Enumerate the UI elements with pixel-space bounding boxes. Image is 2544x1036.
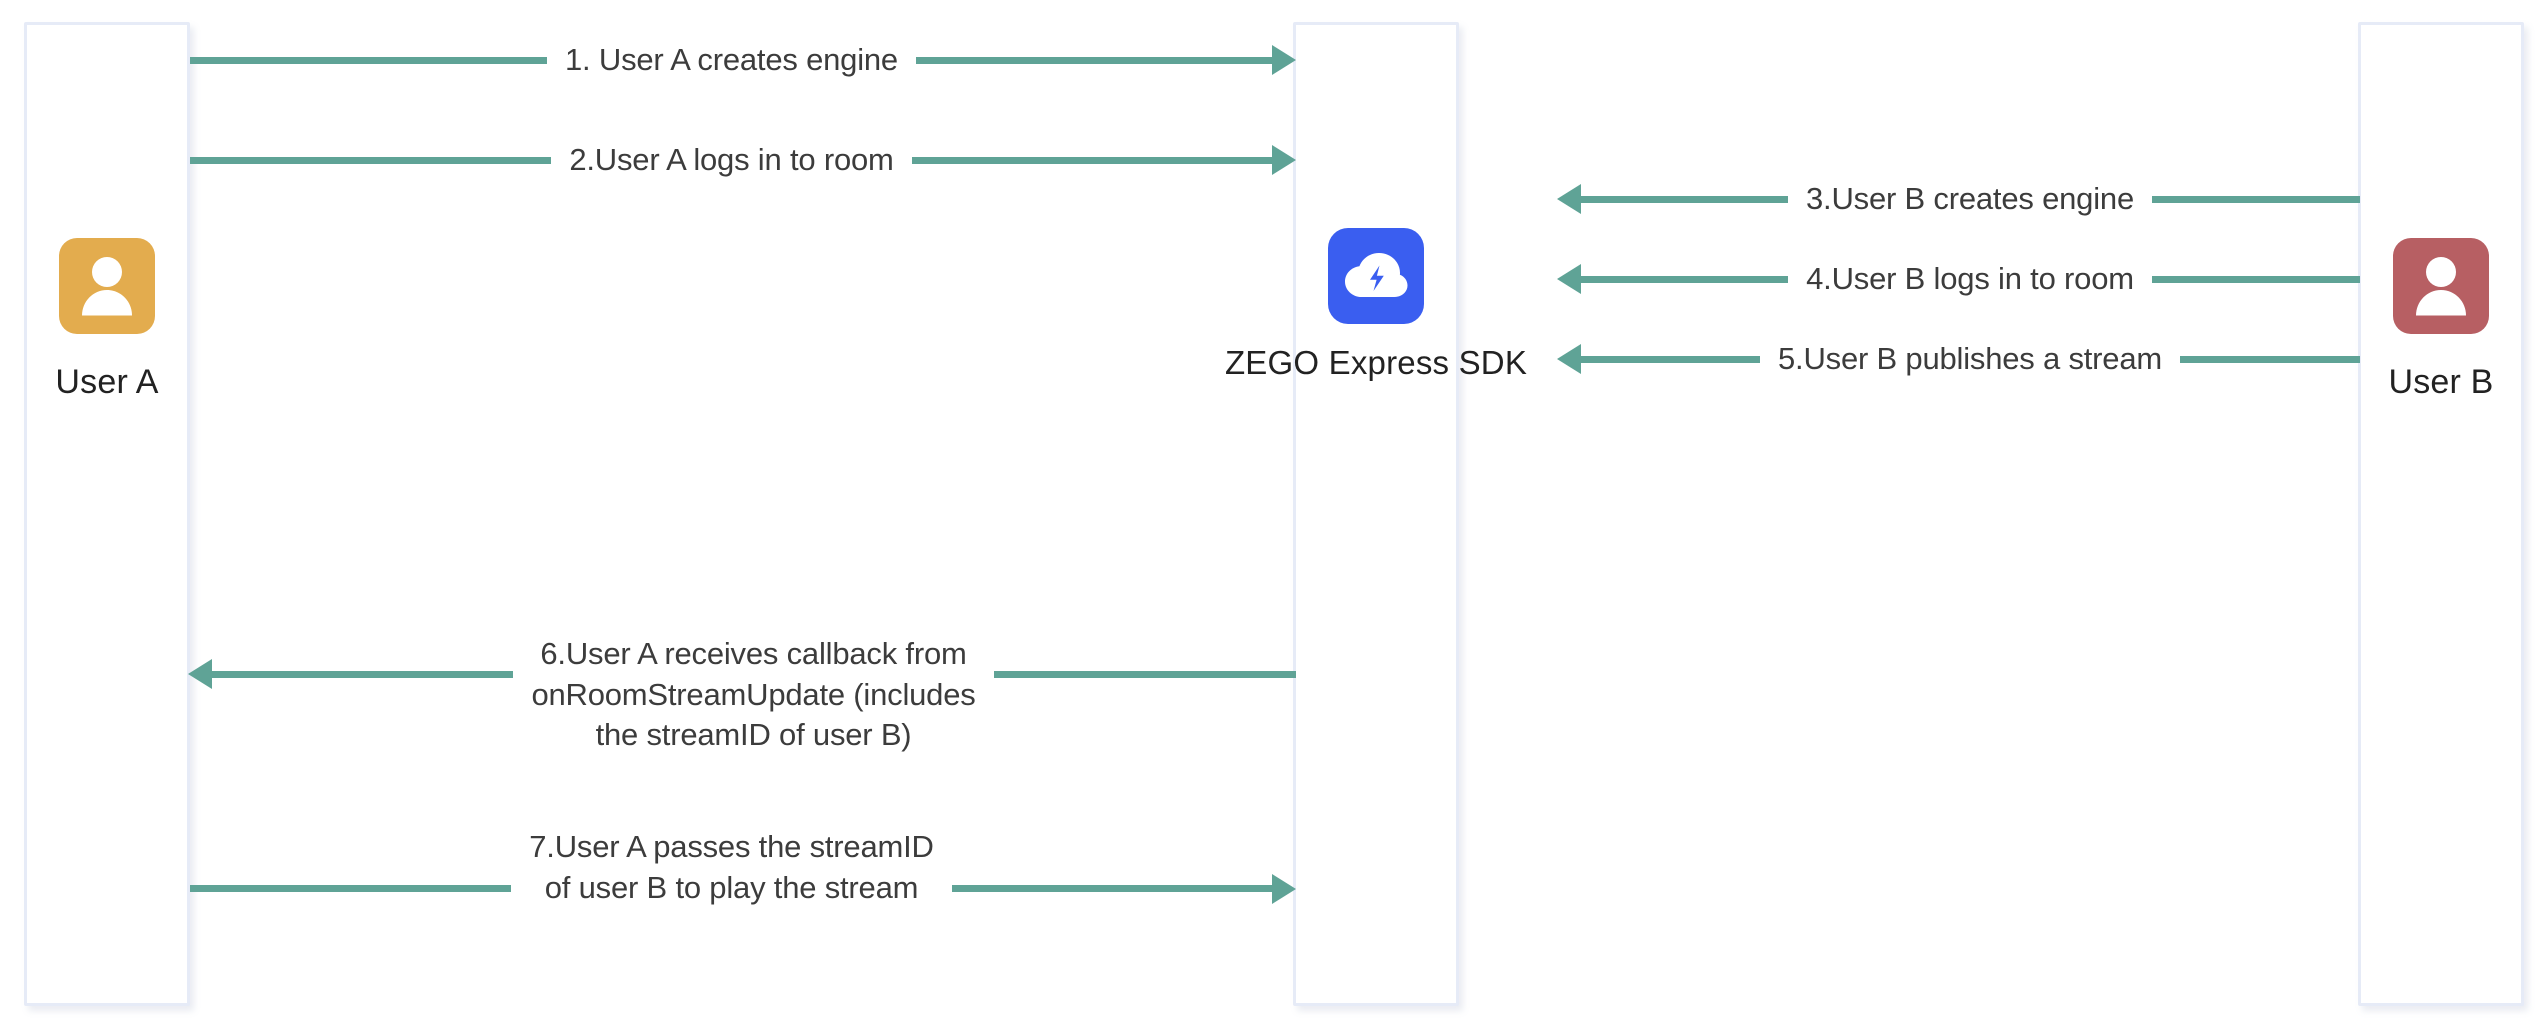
lifeline-user-a	[24, 22, 190, 1006]
message-line	[1580, 275, 1789, 283]
actor-user-a: User A	[24, 238, 190, 402]
actor-zego-sdk: ZEGO Express SDK	[1225, 228, 1527, 383]
message-line	[2151, 275, 2361, 283]
message-line	[2180, 355, 2360, 363]
message-line	[951, 885, 1274, 892]
message-label: 1. User A creates engine	[565, 41, 898, 77]
message-line	[1580, 355, 1760, 363]
message-label: 4.User B logs in to room	[1806, 260, 2134, 296]
message-3: 3.User B creates engine	[1557, 175, 2361, 223]
message-1: 1. User A creates engine	[190, 36, 1296, 84]
actor-user-b: User B	[2358, 238, 2524, 402]
lifeline-user-b	[2358, 22, 2524, 1006]
actor-label-user-a: User A	[55, 363, 159, 401]
message-line	[993, 671, 1297, 678]
user-avatar-icon	[59, 238, 155, 334]
arrowhead-left-icon	[1557, 344, 1581, 374]
message-4: 4.User B logs in to room	[1557, 255, 2361, 303]
message-6: 6.User A receives callback from onRoomSt…	[188, 628, 1297, 762]
message-line	[190, 885, 512, 892]
message-7: 7.User A passes the streamID of user B t…	[190, 820, 1297, 916]
message-label: 2.User A logs in to room	[569, 141, 894, 177]
message-label: 7.User A passes the streamID of user B t…	[529, 829, 934, 905]
message-line	[211, 671, 514, 678]
message-line	[190, 56, 548, 64]
message-label: 5.User B publishes a stream	[1778, 340, 2162, 376]
message-line	[2152, 195, 2361, 203]
message-label: 3.User B creates engine	[1806, 180, 2134, 216]
arrowhead-left-icon	[1557, 184, 1581, 214]
message-label: 6.User A receives callback from onRoomSt…	[531, 635, 976, 753]
message-line	[915, 56, 1273, 64]
user-avatar-icon	[2393, 238, 2489, 334]
message-2: 2.User A logs in to room	[190, 136, 1296, 184]
arrowhead-left-icon	[188, 659, 212, 689]
actor-label-zego-sdk: ZEGO Express SDK	[1224, 344, 1528, 381]
message-line	[911, 156, 1273, 164]
message-line	[190, 156, 552, 164]
zego-cloud-bolt-icon	[1328, 228, 1424, 324]
message-line	[1580, 195, 1789, 203]
lifeline-zego-sdk	[1293, 22, 1459, 1006]
actor-label-user-b: User B	[2388, 363, 2494, 401]
arrowhead-left-icon	[1557, 264, 1581, 294]
message-5: 5.User B publishes a stream	[1557, 335, 2360, 383]
